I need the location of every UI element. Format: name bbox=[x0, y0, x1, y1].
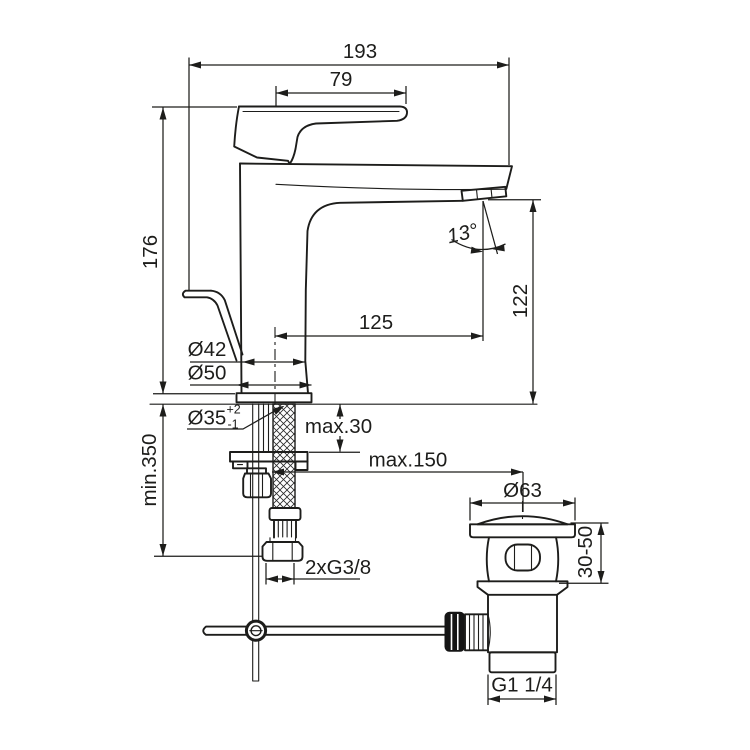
linkage-rod bbox=[202, 625, 447, 636]
pivot-joint bbox=[244, 619, 268, 642]
waste-body bbox=[476, 536, 569, 654]
dim-label-waste-diameter: Ø63 bbox=[503, 479, 542, 502]
dim-label-supply-thread: 2xG3/8 bbox=[305, 556, 371, 579]
dim-label-handle-length: 79 bbox=[330, 68, 353, 91]
dim-spout-height: 122 bbox=[488, 199, 541, 404]
supply-hose bbox=[268, 403, 302, 539]
hose-nut bbox=[261, 537, 304, 562]
dim-spout-angle: 13° bbox=[445, 200, 506, 255]
aerator bbox=[460, 185, 508, 202]
dim-label-body-diameter: Ø42 bbox=[188, 338, 227, 361]
overflow-window bbox=[504, 543, 541, 572]
dim-handle-length: 79 bbox=[275, 68, 407, 106]
dim-label-total-height: 176 bbox=[139, 235, 162, 269]
dim-label-waste-distance: max.150 bbox=[369, 449, 448, 472]
dim-waste-diameter: Ø63 bbox=[469, 479, 576, 521]
dim-waste-clamp-range: 30-50 bbox=[559, 522, 609, 584]
dim-total-height: 176 bbox=[139, 106, 237, 395]
dim-label-overall-depth: 193 bbox=[343, 40, 377, 63]
mixer-handle bbox=[233, 105, 408, 165]
supply-shank bbox=[262, 403, 270, 453]
dim-spout-reach: 125 bbox=[275, 201, 484, 341]
rod-clevis bbox=[444, 611, 491, 652]
handle-lowered-position bbox=[181, 289, 244, 362]
dim-hole-diameter: Ø35 +2 -1 bbox=[187, 403, 285, 432]
dim-waste-distance: max.150 bbox=[272, 449, 524, 512]
dim-label-deck-thickness: max.30 bbox=[305, 415, 372, 438]
dim-hose-length: min.350 bbox=[138, 404, 262, 557]
dim-label-hole-diameter: Ø35 bbox=[188, 407, 227, 430]
dim-label-hole-tol-plus: +2 bbox=[227, 403, 241, 417]
dim-overall-depth: 193 bbox=[188, 40, 510, 291]
dim-label-spout-height: 122 bbox=[509, 284, 532, 318]
dim-base-diameter: Ø50 bbox=[188, 362, 312, 389]
mounting-nut bbox=[242, 467, 272, 499]
dim-label-spout-angle: 13° bbox=[445, 219, 480, 248]
dim-label-base-diameter: Ø50 bbox=[188, 362, 227, 385]
waste-flange bbox=[469, 523, 576, 539]
dim-deck-thickness: max.30 bbox=[305, 404, 372, 453]
dim-waste-thread: G1 1/4 bbox=[487, 674, 557, 705]
dim-supply-thread: 2xG3/8 bbox=[265, 556, 371, 585]
pull-rod bbox=[252, 403, 260, 682]
dim-label-waste-thread: G1 1/4 bbox=[491, 674, 553, 697]
dim-label-hole-tol-minus: -1 bbox=[228, 418, 239, 432]
dim-label-hose-length: min.350 bbox=[138, 434, 161, 507]
base-plate bbox=[235, 392, 313, 404]
mixer-spout bbox=[239, 162, 513, 394]
mounting-clamp bbox=[229, 451, 309, 471]
dim-label-waste-clamp-range: 30-50 bbox=[574, 526, 597, 578]
dim-body-diameter: Ø42 bbox=[188, 338, 305, 366]
dim-label-spout-reach: 125 bbox=[359, 311, 393, 334]
waste-thread-section bbox=[488, 651, 557, 674]
